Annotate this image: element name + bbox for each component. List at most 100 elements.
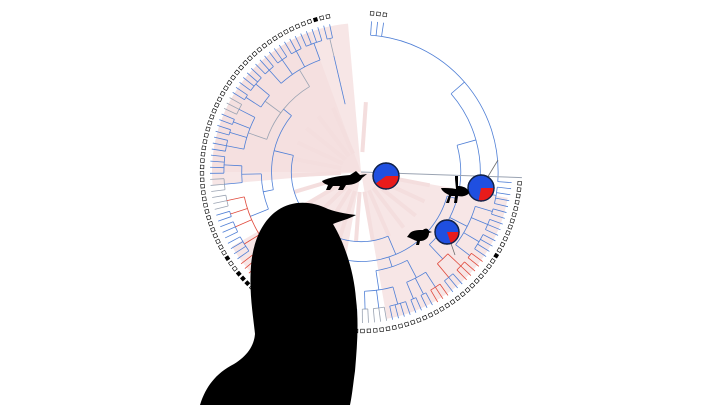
branch	[333, 55, 339, 75]
branch	[233, 121, 251, 129]
spoke	[371, 186, 406, 229]
tip-marker	[379, 327, 385, 333]
pie-slice-state-b	[478, 188, 494, 201]
tip-marker	[202, 139, 208, 144]
spoke	[290, 170, 342, 178]
tip-marker	[201, 196, 207, 202]
clade-wedge	[212, 31, 361, 185]
branch	[329, 24, 333, 38]
branch	[364, 291, 366, 310]
tip-marker	[211, 108, 217, 114]
branch-arc	[232, 221, 239, 233]
branch	[278, 44, 288, 57]
tip-marker	[244, 280, 251, 287]
tip-marker	[509, 218, 515, 224]
branch	[245, 97, 262, 108]
tip-marker	[205, 126, 211, 132]
branch	[420, 295, 428, 308]
branch	[471, 217, 488, 225]
tip-marker	[228, 260, 234, 267]
branch	[452, 273, 463, 285]
branch	[313, 43, 321, 61]
branch	[392, 286, 399, 305]
branch	[425, 272, 436, 288]
branch	[223, 108, 237, 115]
branch	[218, 216, 232, 222]
spoke	[367, 189, 391, 237]
tip-marker	[319, 15, 325, 21]
branch	[210, 183, 225, 186]
tip-marker	[306, 18, 313, 25]
tip-marker	[486, 263, 492, 270]
branch-arc	[467, 253, 472, 258]
branch	[460, 265, 472, 276]
branch	[439, 283, 449, 296]
crow-icon	[200, 202, 358, 405]
branch	[263, 189, 274, 193]
branch	[415, 297, 422, 311]
tip-marker	[256, 46, 263, 53]
branch-arc	[370, 34, 499, 182]
spoke	[375, 182, 417, 218]
branch	[237, 250, 250, 260]
spoke	[291, 156, 342, 171]
tip-marker	[288, 26, 295, 32]
tip-marker	[391, 324, 397, 330]
spoke	[362, 191, 375, 242]
branch	[496, 192, 511, 196]
tip-marker	[294, 23, 301, 29]
tip-marker	[283, 28, 289, 35]
branch	[375, 21, 378, 36]
tip-marker	[438, 306, 445, 312]
branch	[450, 81, 465, 95]
tip-marker	[515, 193, 521, 199]
tip-marker	[209, 114, 215, 120]
tip-marker	[397, 323, 404, 329]
spoke	[316, 115, 351, 158]
tip-marker	[489, 258, 496, 264]
tip-marker	[204, 208, 210, 214]
branch	[274, 150, 294, 156]
branch-arc	[491, 208, 494, 215]
branch-arc	[437, 253, 449, 264]
tip-marker	[469, 282, 476, 289]
branch	[381, 22, 385, 37]
tip-marker	[421, 314, 428, 321]
branch	[238, 108, 256, 118]
tip-marker	[496, 247, 503, 254]
branch	[233, 245, 246, 255]
branch	[224, 182, 243, 185]
branch	[255, 83, 270, 96]
tip-marker	[473, 278, 480, 284]
branch-arc	[456, 261, 465, 271]
tip-marker	[200, 190, 206, 195]
branch	[213, 200, 227, 204]
crocodile-icon	[322, 171, 367, 190]
tip-marker	[207, 221, 214, 227]
branch	[447, 253, 462, 267]
branch	[226, 196, 245, 201]
tip-marker	[234, 69, 240, 76]
branch	[394, 304, 399, 319]
branch	[471, 252, 483, 262]
tip-marker	[210, 226, 216, 233]
branch	[211, 148, 226, 152]
branch	[375, 270, 380, 291]
branch	[463, 232, 480, 243]
tip-marker	[499, 241, 506, 248]
branch	[388, 256, 393, 267]
branch	[224, 164, 242, 167]
tip-marker	[230, 74, 237, 81]
branch	[220, 221, 234, 228]
branch	[221, 113, 235, 120]
branch	[464, 261, 476, 272]
branch	[387, 236, 397, 255]
tip-marker	[482, 268, 489, 275]
tip-marker	[246, 55, 253, 62]
tip-marker	[464, 287, 471, 293]
branch	[273, 48, 283, 61]
tip-marker	[238, 64, 245, 71]
tip-marker	[235, 270, 242, 277]
branch-arc	[232, 119, 235, 125]
branch	[449, 217, 468, 227]
